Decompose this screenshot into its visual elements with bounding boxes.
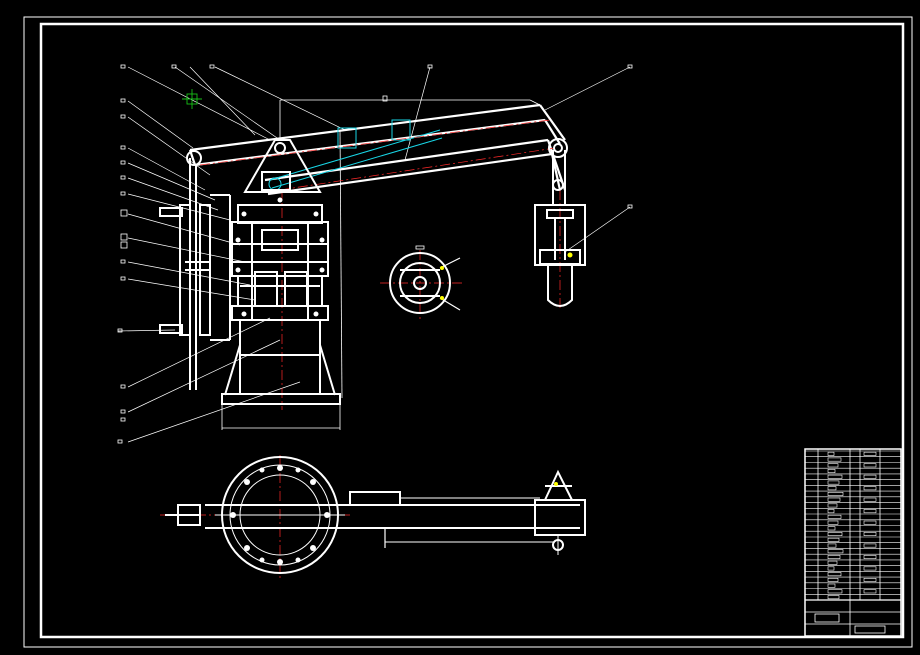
shoulder-pin bbox=[186, 138, 568, 166]
parts-list-row-entry bbox=[827, 572, 842, 577]
arm-hydraulic-cylinder bbox=[268, 119, 443, 191]
parts-list-row-entry bbox=[827, 555, 841, 560]
parts-list-row-entry bbox=[863, 486, 877, 491]
title-block bbox=[804, 448, 902, 637]
parts-list-row-entry bbox=[863, 509, 877, 514]
parts-list-row-entry bbox=[827, 451, 835, 456]
parts-list-row-entry bbox=[827, 480, 840, 485]
parts-list-row-entry bbox=[827, 457, 842, 462]
parts-list-row-entry bbox=[863, 555, 877, 560]
parts-list-row-entry bbox=[863, 497, 877, 502]
parts-list-row-entry bbox=[827, 526, 836, 531]
parts-list-row-entry bbox=[827, 491, 844, 496]
parts-list-row-entry bbox=[863, 577, 877, 582]
parts-list-row-entry bbox=[863, 589, 877, 594]
plan-view-bolts bbox=[230, 465, 558, 565]
inner-frame bbox=[39, 22, 905, 639]
lift-column bbox=[159, 158, 231, 390]
plan-view bbox=[165, 456, 586, 574]
wrist-gripper bbox=[534, 150, 586, 307]
parts-list-row-entry bbox=[827, 463, 839, 468]
gripper-ring-detail bbox=[389, 252, 461, 314]
parts-list-row-entry bbox=[827, 497, 841, 502]
parts-list-row-entry bbox=[863, 566, 877, 571]
parts-list-row-entry bbox=[827, 577, 839, 582]
parts-list-row-entry bbox=[827, 566, 835, 571]
parts-list-row-entry bbox=[827, 503, 838, 508]
parts-list-row-entry bbox=[863, 543, 877, 548]
parts-list-row-entry bbox=[827, 469, 836, 473]
parts-list-row-entry bbox=[863, 474, 877, 479]
waist-gearbox bbox=[231, 204, 329, 321]
arm-upper-outline bbox=[279, 95, 541, 399]
parts-list-row-entry bbox=[827, 583, 836, 588]
parts-list-row-entry bbox=[827, 520, 839, 525]
wrist-pivot-yellow bbox=[567, 252, 573, 258]
centerlines bbox=[160, 119, 561, 580]
parts-list-row-entry bbox=[863, 520, 877, 525]
parts-list-row-entry bbox=[827, 509, 835, 514]
upper-arm-links bbox=[188, 103, 567, 196]
parts-list-row-entry bbox=[863, 451, 877, 456]
parts-list-row-entry bbox=[827, 549, 844, 554]
parts-list-row-entry bbox=[827, 532, 843, 537]
shoulder-bracket bbox=[243, 139, 322, 193]
gearbox-bolts bbox=[235, 197, 325, 317]
parts-list-rows bbox=[805, 450, 901, 600]
parts-list-row-entry bbox=[827, 514, 842, 519]
callout-markers bbox=[117, 64, 633, 444]
parts-list-row-entry bbox=[827, 486, 837, 491]
parts-list-row-entry bbox=[863, 532, 877, 537]
parts-list-row-entry bbox=[827, 474, 843, 479]
parts-list-row-entry bbox=[827, 560, 838, 565]
green-datum-marker bbox=[182, 89, 202, 109]
front-elevation-view bbox=[117, 64, 633, 580]
parts-list-row-entry bbox=[827, 589, 843, 594]
parts-list-row-entry bbox=[863, 463, 877, 468]
parts-list-row-entry bbox=[827, 595, 840, 600]
parts-list-row-entry bbox=[827, 543, 837, 548]
parts-list-row-entry bbox=[827, 537, 840, 542]
pedestal-base bbox=[221, 320, 341, 430]
outer-border bbox=[23, 16, 913, 648]
